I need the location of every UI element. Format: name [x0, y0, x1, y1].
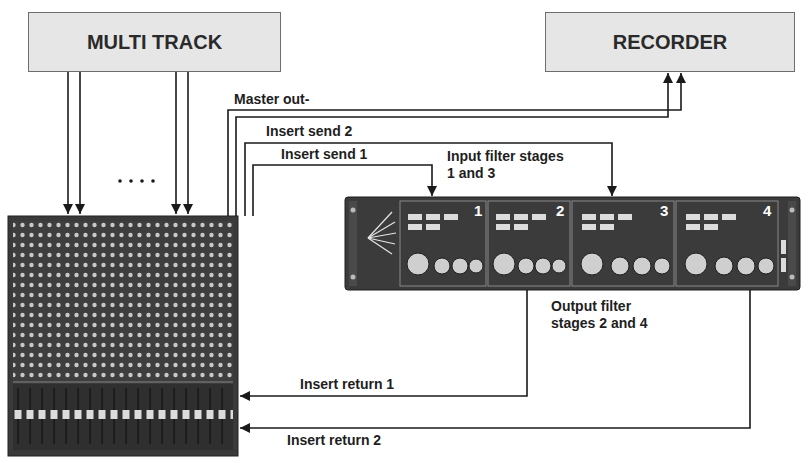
signal-label: Insert return 1 [300, 376, 394, 393]
signal-wires [68, 72, 750, 428]
device-box: MULTI TRACK [28, 12, 281, 72]
signal-label: Master out- [234, 91, 309, 108]
channel-number: 1 [474, 202, 482, 219]
track-wire [67, 72, 69, 214]
signal-label: Insert send 2 [266, 123, 352, 140]
box-title: MULTI TRACK [87, 30, 222, 54]
device-box: RECORDER [545, 12, 795, 72]
box-title: RECORDER [613, 30, 727, 54]
send-wire [253, 165, 432, 216]
signal-label: Input filter stages 1 and 3 [447, 148, 565, 182]
master-wire [228, 73, 681, 216]
channel-number: 2 [556, 202, 564, 219]
return-wire [240, 290, 527, 396]
signal-label: Output filter stages 2 and 4 [551, 298, 675, 332]
channel-number: 4 [763, 202, 771, 219]
mixing-console [8, 216, 238, 456]
signal-label: Insert send 1 [281, 146, 367, 163]
track-wire [79, 72, 81, 214]
channel-number: 3 [660, 202, 668, 219]
filter-processor [345, 197, 800, 290]
track-wire [175, 72, 177, 214]
return-wire [240, 290, 750, 428]
ellipsis-dots [118, 179, 155, 183]
signal-label: Insert return 2 [287, 432, 381, 449]
track-wire [187, 72, 189, 214]
